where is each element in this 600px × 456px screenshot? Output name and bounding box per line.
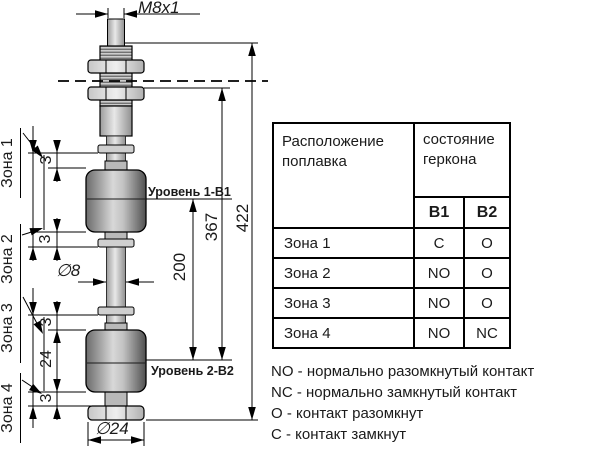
zone2-b2-value: O: [463, 257, 511, 289]
dim-gap2-label: 3: [37, 234, 54, 244]
float-position-header: Расположение поплавка: [272, 122, 415, 229]
zone1-b1-value: C: [413, 227, 465, 259]
legend-line-o: O - контакт разомкнут: [271, 405, 424, 422]
zone2-row-label: Зона 2: [272, 257, 415, 289]
table-row: Зона 1 C O: [272, 227, 511, 259]
zone1-row-label: Зона 1: [272, 227, 415, 259]
dim-367-label: 367: [202, 212, 221, 242]
dim-200-label: 200: [170, 252, 189, 282]
contact-state-legend: NO - нормально разомкнутый контакт NC - …: [271, 361, 534, 445]
dim-gap1-label: 3: [38, 155, 55, 165]
reed-state-header: состояние геркона: [413, 122, 511, 198]
level1-label: Уровень 1-В1: [148, 185, 231, 199]
zone4-b2-value: NC: [463, 317, 511, 349]
zone3-b1-value: NO: [413, 287, 465, 319]
zone4-b1-value: NO: [413, 317, 465, 349]
column-b1-header: В1: [413, 196, 465, 229]
table-row: Зона 4 NO NC: [272, 317, 511, 349]
table-row: Зона 3 NO O: [272, 287, 511, 319]
dim-24-label: 24: [38, 350, 55, 368]
zone3-b2-value: O: [463, 287, 511, 319]
zone1-diagram-label: Зона 1: [0, 128, 21, 198]
zone2-b1-value: NO: [413, 257, 465, 289]
level2-label: Уровень 2-В2: [151, 364, 234, 378]
dim-gap4-label: 3: [38, 393, 55, 403]
dim-gap3-label: 3: [38, 317, 55, 327]
zone1-b2-value: O: [463, 227, 511, 259]
dim-422-label: 422: [233, 203, 252, 233]
zone4-diagram-label: Зона 4: [0, 373, 21, 443]
legend-line-nc: NC - нормально замкнутый контакт: [271, 384, 518, 401]
bottom-diameter-label: ∅24: [95, 419, 129, 438]
rod-diameter-label: ∅8: [56, 261, 81, 280]
reed-switch-state-table: Расположение поплавка состояние геркона …: [272, 122, 511, 349]
legend-line-c: C - контакт замкнут: [271, 426, 407, 443]
zone4-row-label: Зона 4: [272, 317, 415, 349]
table-row: Зона 2 NO O: [272, 257, 511, 289]
zone3-diagram-label: Зона 3: [0, 293, 21, 363]
zone3-row-label: Зона 3: [272, 287, 415, 319]
thread-size-label: M8x1: [138, 0, 180, 17]
zone2-diagram-label: Зона 2: [0, 224, 21, 294]
table-header-row: Расположение поплавка состояние геркона: [272, 122, 511, 229]
column-b2-header: В2: [463, 196, 511, 229]
table-subheader-row: В1 В2: [273, 196, 511, 229]
legend-line-no: NO - нормально разомкнутый контакт: [271, 363, 535, 380]
